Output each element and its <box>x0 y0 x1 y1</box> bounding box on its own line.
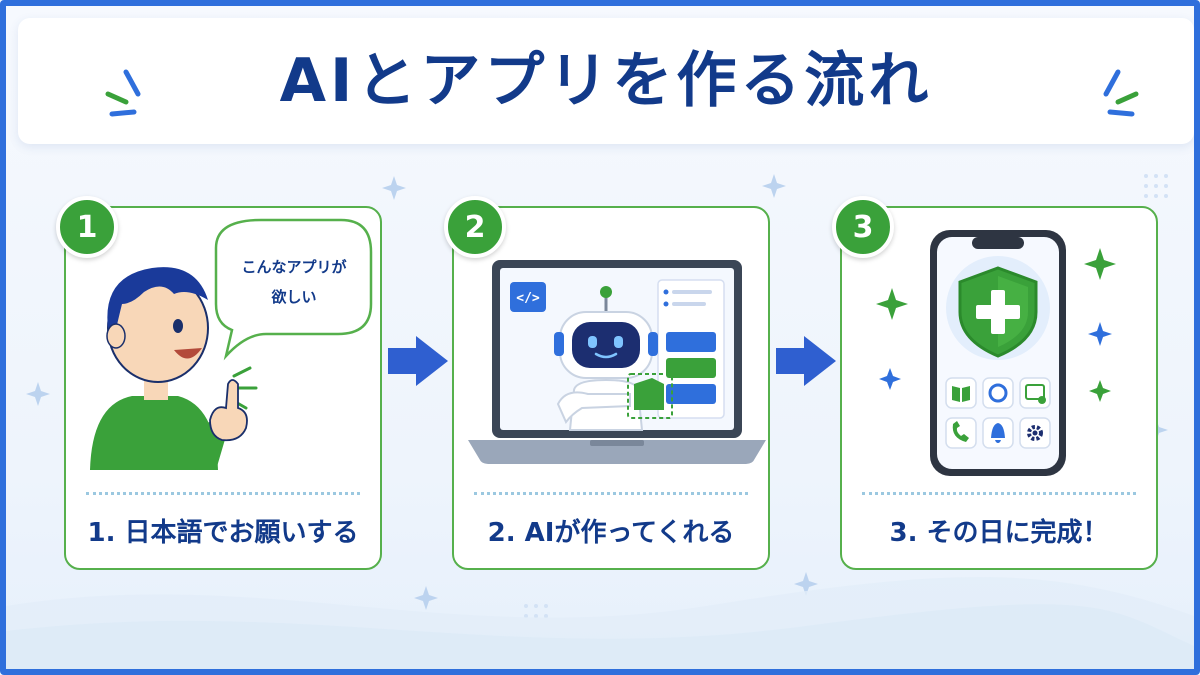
smartphone-shield-icon <box>876 230 1116 476</box>
title-banner: AIとアプリを作る流れ <box>18 18 1194 144</box>
step-card-1: こんなアプリが 欲しい 1 1. 日本語でお願いする <box>56 196 382 570</box>
sparkle-icon <box>1089 380 1111 402</box>
speech-text-line1: こんなアプリが <box>241 258 347 276</box>
accent-strokes-icon <box>1103 69 1139 117</box>
page-title: AIとアプリを作る流れ <box>279 46 933 116</box>
gear-icon <box>1027 425 1043 441</box>
pointing-hand <box>209 379 248 442</box>
step-caption-1: 1. 日本語でお願いする <box>87 518 359 548</box>
step-badge-3: 3 <box>832 196 894 258</box>
step-badge-1: 1 <box>56 196 118 258</box>
step-badge-2: 2 <box>444 196 506 258</box>
app-block <box>634 378 664 410</box>
sparkle-icon <box>1084 248 1116 280</box>
dotted-divider <box>862 492 1136 495</box>
circle-icon <box>988 383 1008 403</box>
sparkle-icon <box>1088 322 1112 346</box>
sparkle-icon <box>382 176 406 200</box>
sparkle-icon <box>794 572 818 596</box>
shirt <box>90 396 218 470</box>
certificate-icon <box>1025 384 1045 400</box>
hair <box>107 267 208 338</box>
sparkle-icon <box>414 586 438 610</box>
step-caption-2: 2. AIが作ってくれる <box>487 518 735 548</box>
robot-laptop-icon: </> <box>468 260 766 464</box>
bell-icon <box>991 423 1005 443</box>
code-icon: </> <box>516 291 540 306</box>
step-card-2: </> 2 2. AIが作っ <box>444 196 770 570</box>
sparkle-icon <box>879 368 901 390</box>
phone-icon <box>952 421 969 442</box>
app-icon-grid <box>945 377 1051 449</box>
code-tag-box <box>510 282 546 312</box>
book-icon <box>952 386 970 402</box>
sparkle-icon <box>26 382 50 406</box>
dotted-divider <box>86 492 360 495</box>
arrow-right-icon <box>388 336 448 386</box>
dot-pattern <box>524 174 1168 618</box>
person-pointing-icon: こんなアプリが 欲しい <box>90 218 373 470</box>
arrow-right-icon <box>776 336 836 386</box>
dotted-divider <box>474 492 748 495</box>
speech-text-line2: 欲しい <box>270 288 316 306</box>
sparkle-icon <box>876 288 908 320</box>
speech-bubble <box>214 218 373 361</box>
step-caption-3: 3. その日に完成！ <box>889 518 1109 548</box>
background-decoration <box>6 174 1194 669</box>
sparkle-icon <box>762 174 786 198</box>
accent-strokes-icon <box>105 69 141 117</box>
step-card-3: 3 3. その日に完成！ <box>832 196 1158 570</box>
